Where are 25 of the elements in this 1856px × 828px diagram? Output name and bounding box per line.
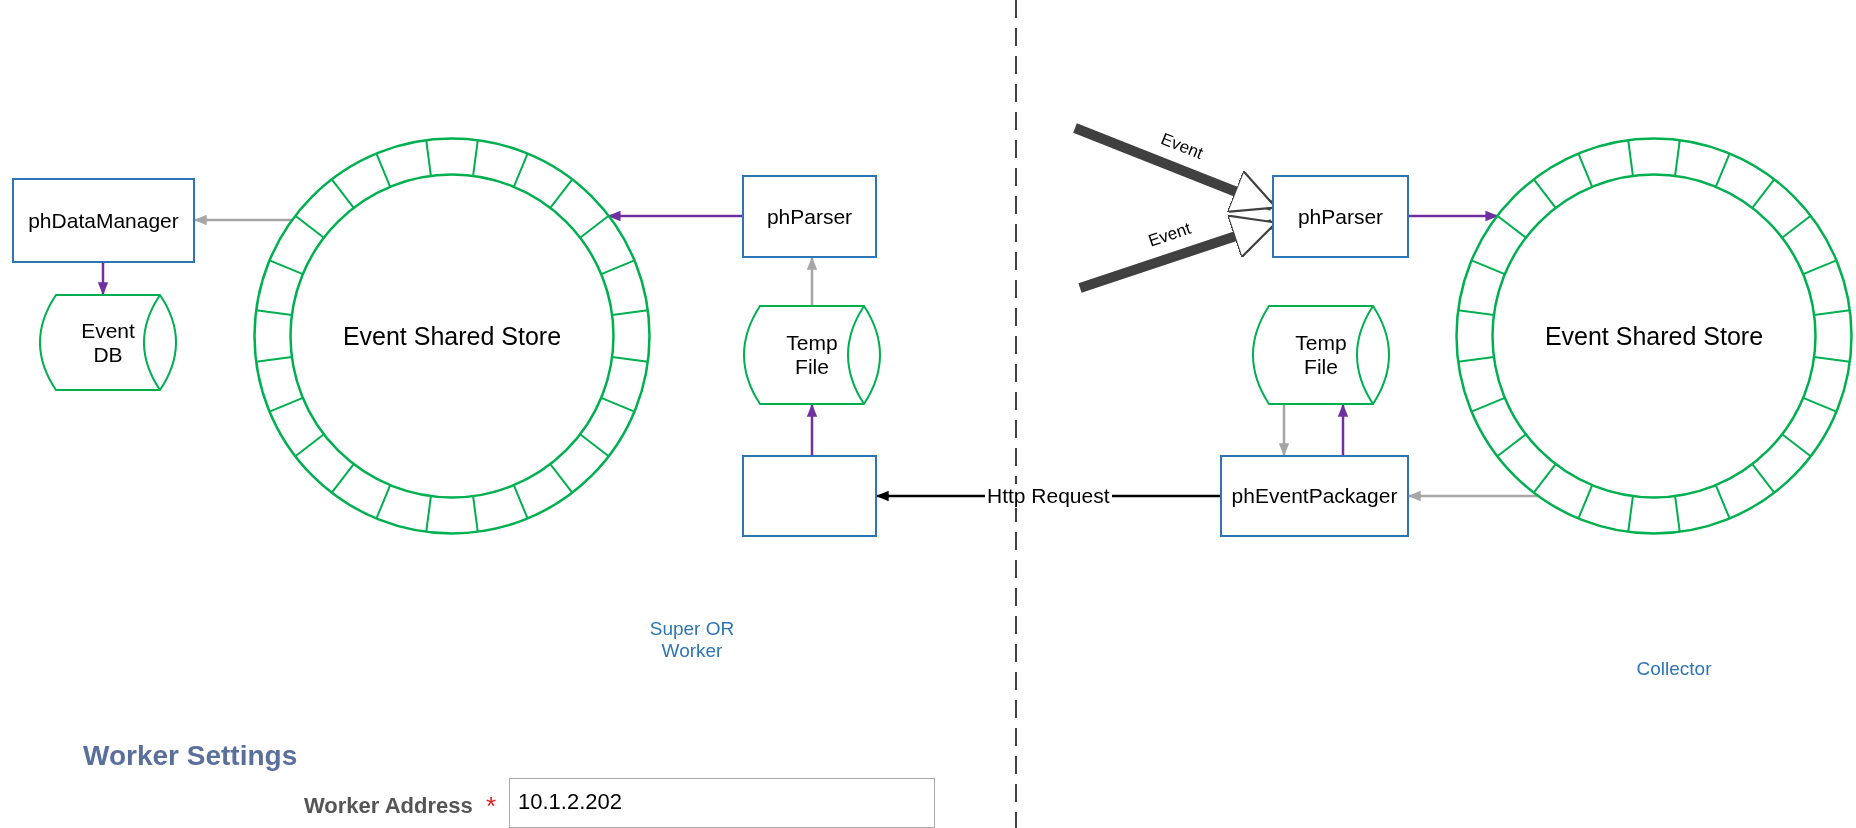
- arrow: [97, 263, 109, 296]
- edge-label: Event: [1157, 128, 1207, 165]
- field-label: Worker Address: [304, 793, 473, 819]
- arrow: [1337, 403, 1349, 455]
- node-label: Temp File: [785, 331, 839, 379]
- edge-label: Http Request: [985, 484, 1112, 508]
- node-label: Event Shared Store: [1544, 321, 1764, 351]
- arrow: [1278, 405, 1290, 457]
- node-label: Event DB: [80, 318, 136, 367]
- node-label: Temp File: [1294, 331, 1348, 379]
- arrow: [806, 403, 818, 455]
- edge-label: Event: [1144, 218, 1194, 253]
- input-field: 10.1.2.202: [509, 778, 935, 828]
- process-box: [742, 455, 877, 537]
- process-box: phParser: [742, 175, 877, 258]
- region-label: Super OR Worker: [648, 618, 736, 662]
- process-box: phEventPackager: [1220, 455, 1409, 537]
- process-box: phDataManager: [12, 178, 195, 263]
- node-label: Event Shared Store: [342, 321, 562, 351]
- arrow: [806, 256, 818, 305]
- arrow: [1409, 210, 1499, 222]
- region-label: Collector: [1636, 658, 1712, 680]
- required-mark: *: [486, 790, 497, 822]
- section-heading: Worker Settings: [83, 740, 298, 772]
- process-box: phParser: [1272, 175, 1409, 258]
